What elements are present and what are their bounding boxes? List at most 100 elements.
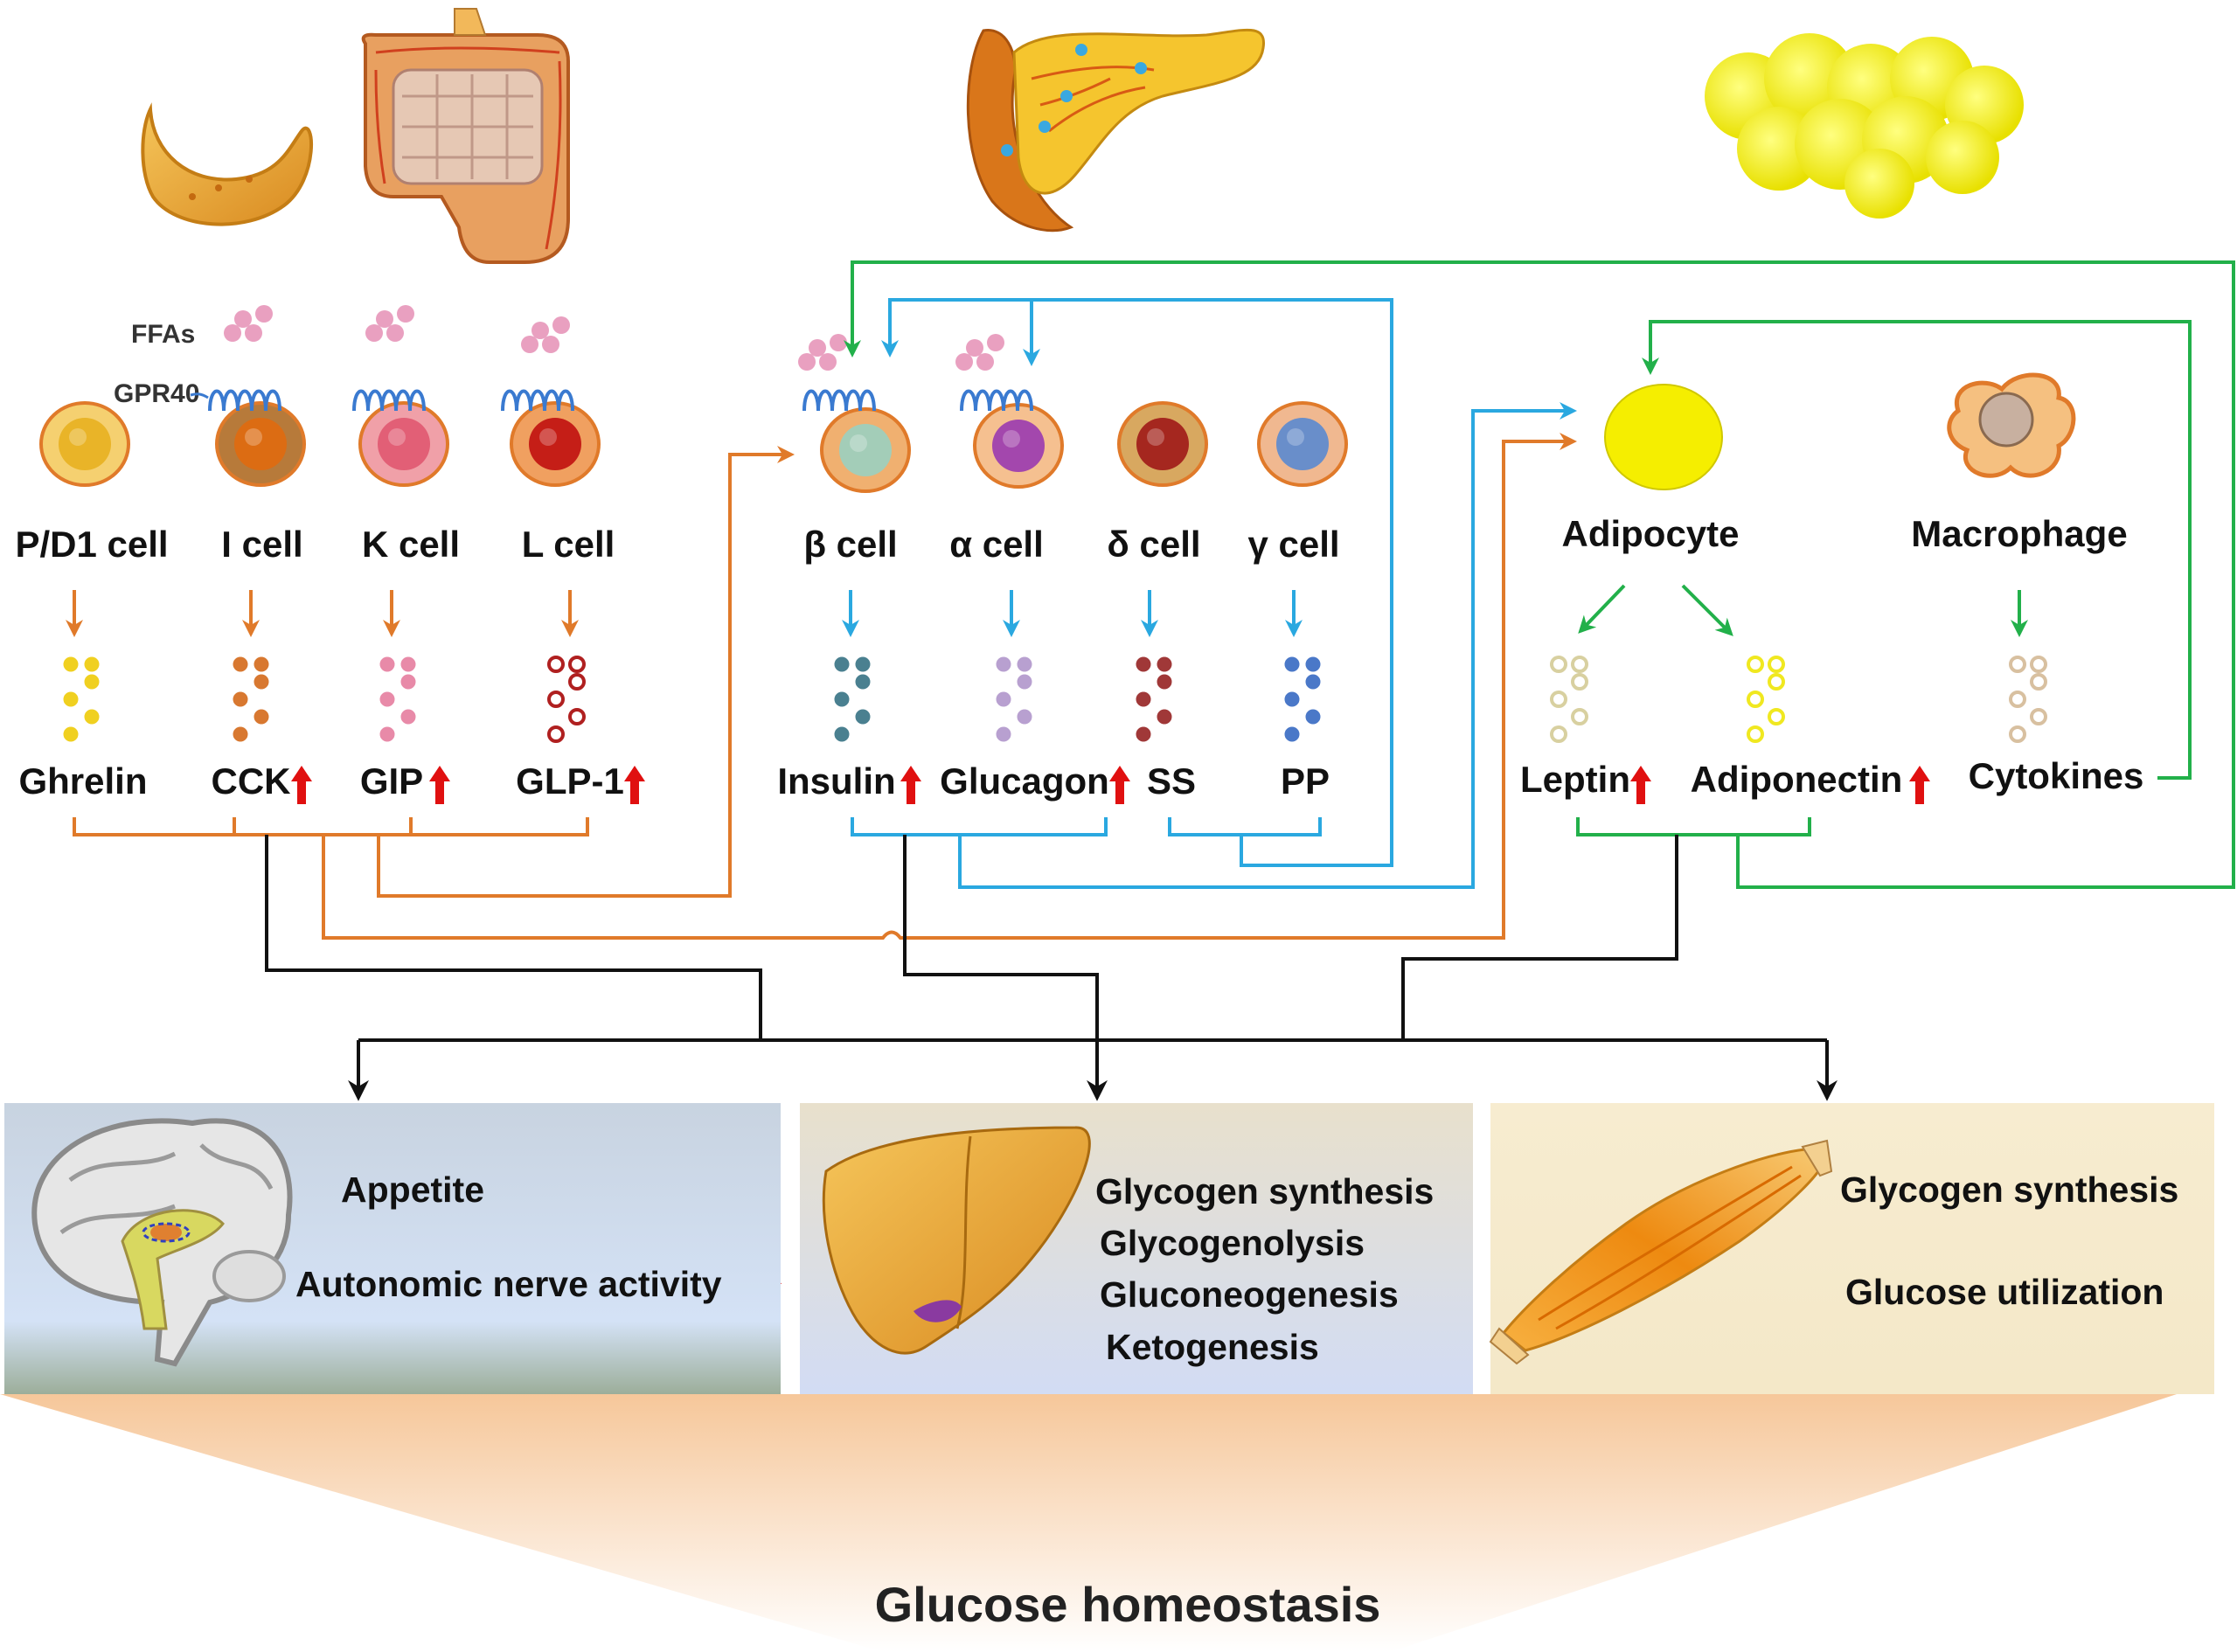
ffa-cluster xyxy=(798,334,847,371)
hormone-dot-cluster xyxy=(63,656,100,742)
pancreatic-hormone-label: SS xyxy=(1147,760,1196,802)
pancreas-paracrine-to-beta-arrow xyxy=(881,298,1393,867)
muscle-effect-text: Glycogen synthesis xyxy=(1840,1170,2178,1210)
macrophage-cell xyxy=(1947,372,2076,478)
i-cell xyxy=(215,401,306,487)
intestine-illustration xyxy=(361,8,570,264)
gpr40-receptor xyxy=(960,389,1033,412)
k-cell xyxy=(358,401,449,487)
gut-hormone-label: Ghrelin xyxy=(18,760,147,802)
hormone-dot-cluster xyxy=(233,656,269,742)
increase-arrow-icon xyxy=(291,766,312,804)
ffa-cluster xyxy=(365,305,414,342)
hormone-dot-cluster xyxy=(1550,656,1588,743)
pancreas-illustration xyxy=(966,28,1266,233)
gpr40-receptor xyxy=(208,389,281,412)
hormone-dot-cluster xyxy=(996,656,1032,742)
adipokine-label: Cytokines xyxy=(1969,755,2144,796)
ffa-cluster xyxy=(224,305,273,342)
increase-arrow-icon xyxy=(900,766,921,804)
adipokine-label: Adiponectin xyxy=(1691,759,1903,800)
incretin-to-beta-cell-arrow xyxy=(377,446,795,898)
hormone-dot-cluster xyxy=(379,656,416,742)
hormone-dot-cluster xyxy=(1747,656,1785,743)
liver-illustration xyxy=(822,1126,1091,1355)
l-cell xyxy=(510,401,601,487)
pancreatic-hormone-label: Insulin xyxy=(777,760,895,802)
increase-arrow-icon xyxy=(624,766,645,804)
gamma-cell xyxy=(1257,401,1348,487)
adipocyte-cell xyxy=(1604,384,1723,490)
glucose-homeostasis-title: Glucose homeostasis xyxy=(875,1577,1381,1632)
gut-feedback-paths xyxy=(73,433,1577,940)
adipose-secretion-arrows xyxy=(1578,584,2028,637)
brain-panel: Appetite Autonomic nerve activity xyxy=(4,1103,781,1394)
adipokine-label: Leptin xyxy=(1520,759,1630,800)
adipose-feedback-paths xyxy=(844,260,2235,889)
macrophage-label: Macrophage xyxy=(1911,513,2127,554)
pancreatic-hormone-label: PP xyxy=(1281,760,1330,802)
pancreas-secretion-arrows xyxy=(842,590,1303,637)
hormone-dot-cluster xyxy=(834,656,871,742)
homeostasis-cone xyxy=(0,1394,2177,1652)
hormone-dots-layer xyxy=(63,656,2047,743)
hormone-dot-cluster xyxy=(1284,656,1321,742)
gpr40-receptor xyxy=(501,389,574,412)
gut-hormone-bracket xyxy=(73,817,589,836)
ss-pp-bracket xyxy=(1168,817,1322,836)
pancreatic-cell-label: α cell xyxy=(949,524,1044,565)
pancreatic-cell-label: δ cell xyxy=(1107,524,1200,565)
increase-arrow-icon xyxy=(429,766,450,804)
pancreatic-cell-label: β cell xyxy=(803,524,897,565)
increase-arrow-icon xyxy=(1630,766,1651,804)
liver-effect-text: Gluconeogenesis xyxy=(1100,1274,1399,1315)
gpr40-label: GPR40 xyxy=(114,379,199,408)
gut-hormone-label: GIP xyxy=(360,760,423,802)
adipose-to-targets-line xyxy=(1401,835,1678,1040)
pancreas-to-liver-arrow xyxy=(903,835,1108,1101)
liver-effect-text: Glycogenolysis xyxy=(1100,1223,1365,1263)
delta-cell xyxy=(1117,401,1208,487)
pancreatic-cell-label: γ cell xyxy=(1247,524,1339,565)
adipose-tissue-illustration xyxy=(1705,33,2024,219)
secretion-arrow xyxy=(1578,584,1626,634)
gut-hormone-label: GLP-1 xyxy=(516,760,624,802)
pancreas-feedback-paths xyxy=(851,298,1577,889)
gut-cell-label: K cell xyxy=(362,524,460,565)
gut-secretion-arrows xyxy=(66,590,579,637)
muscle-effect-text: Glucose utilization xyxy=(1845,1272,2164,1312)
secretion-arrow xyxy=(1681,584,1733,636)
gpr40-receptor xyxy=(352,389,426,412)
increase-arrow-icon xyxy=(1909,766,1930,804)
muscle-illustration xyxy=(1489,1139,1833,1365)
gut-hormone-label: CCK xyxy=(212,760,291,802)
gut-to-targets-line xyxy=(265,835,762,1040)
gut-to-adipocyte-arrow xyxy=(322,433,1577,940)
adipocyte-label: Adipocyte xyxy=(1561,513,1739,554)
stomach-illustration xyxy=(141,102,313,226)
ffas-label: FFAs xyxy=(131,320,195,349)
insulin-glucagon-bracket xyxy=(851,817,1108,836)
hormone-dot-cluster xyxy=(1136,656,1172,742)
liver-effect-text: Ketogenesis xyxy=(1106,1327,1319,1367)
gut-cell-label: L cell xyxy=(522,524,615,565)
liver-effect-text: Glycogen synthesis xyxy=(1095,1171,1434,1211)
gpr40-receptor xyxy=(802,389,876,412)
systemic-effect-paths xyxy=(265,835,1838,1101)
pancreas-to-adipocyte-arrow xyxy=(958,402,1577,889)
adipokine-to-beta-cell-arrow xyxy=(844,260,2235,889)
muscle-panel: Glycogen synthesis Glucose utilization xyxy=(1489,1103,2214,1394)
increase-arrow-icon xyxy=(1109,766,1130,804)
hormone-dot-cluster xyxy=(2009,656,2047,743)
beta-cell xyxy=(820,407,911,493)
cytokine-to-adipocyte-arrow xyxy=(1642,320,2192,780)
brain-illustration xyxy=(31,1118,293,1367)
ffa-cluster xyxy=(521,316,570,353)
brain-effect-text: Appetite xyxy=(341,1170,484,1210)
brain-effect-text: Autonomic nerve activity xyxy=(295,1264,722,1304)
alpha-cell xyxy=(973,403,1064,489)
liver-panel: Glycogen synthesis Glycogenolysis Glucon… xyxy=(800,1103,1473,1394)
gut-cell-label: P/D1 cell xyxy=(15,524,168,565)
gut-cell-label: I cell xyxy=(221,524,302,565)
